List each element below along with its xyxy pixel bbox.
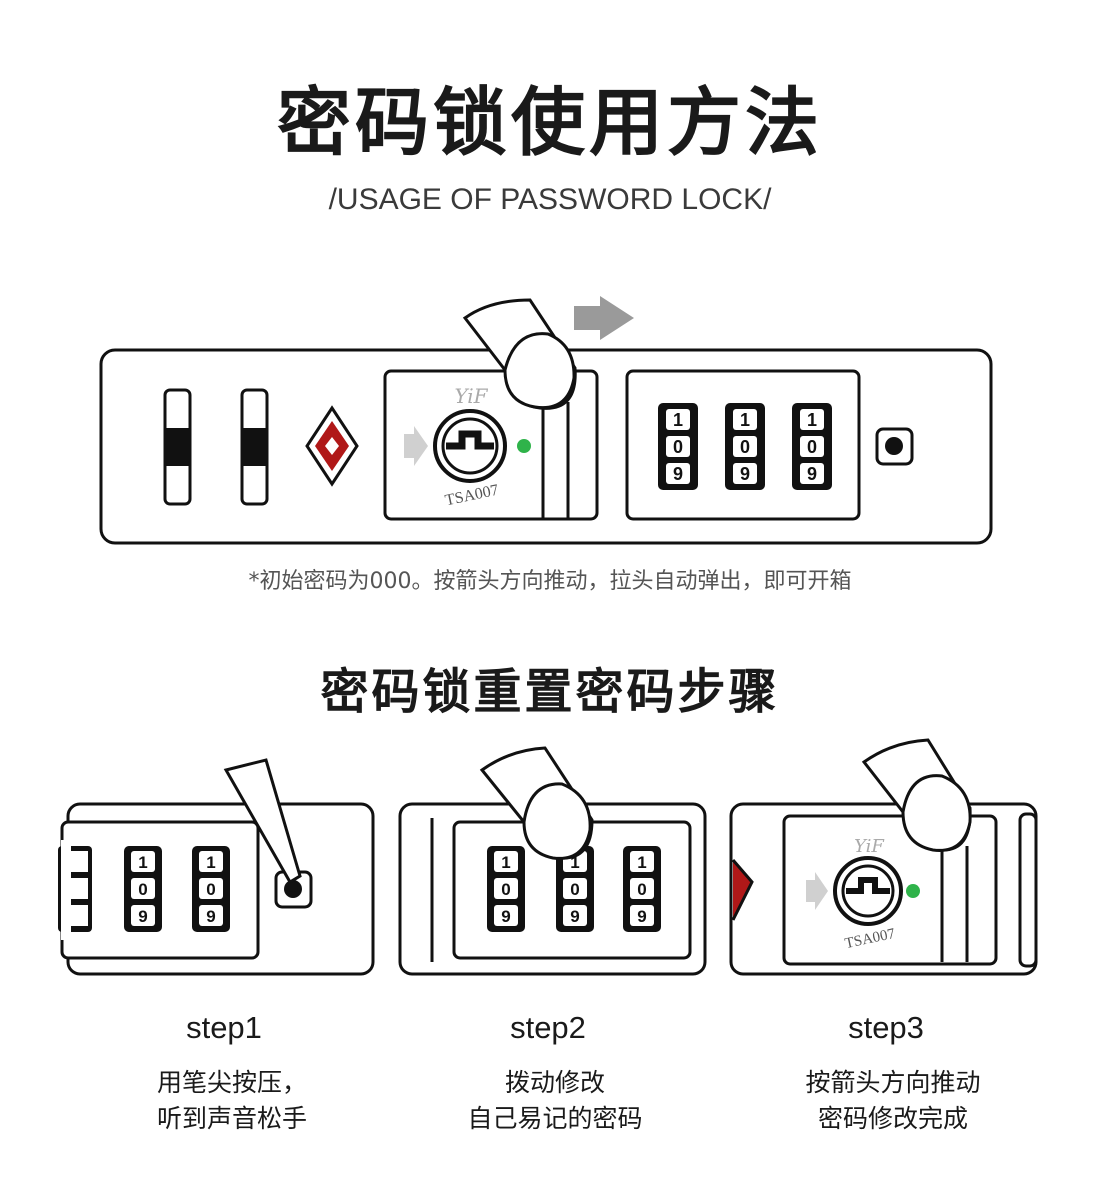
dial-wheel	[725, 403, 765, 490]
step-desc-line: 自己易记的密码	[467, 1104, 643, 1133]
dial-digit: 0	[206, 880, 215, 899]
step-desc-line: 密码修改完成	[817, 1104, 968, 1133]
dial-wheel	[658, 403, 698, 490]
dial-digit: 1	[740, 410, 750, 430]
dial-digit: 1	[501, 853, 510, 872]
step-diagrams: 1 0 9 1 0 9 1 0	[58, 738, 1038, 976]
dial-digit: 0	[637, 880, 646, 899]
tsa-diamond-icon	[305, 405, 359, 487]
main-lock-diagram: YiF TSA007 1 0 9 1 0 9 1 0 9	[99, 296, 993, 545]
dial-digit: 9	[637, 907, 646, 926]
finger-icon	[462, 298, 577, 410]
tsa-keyhole-icon	[833, 856, 903, 926]
dial-digit: 1	[570, 853, 579, 872]
step-desc-line: 听到声音松手	[156, 1104, 307, 1133]
push-arrow-icon	[574, 296, 634, 340]
dial-digit: 1	[138, 853, 147, 872]
finger-icon	[861, 738, 972, 852]
zipper-slot-left	[163, 388, 192, 506]
usage-note: *初始密码为000。按箭头方向推动，拉头自动弹出，即可开箱	[248, 569, 852, 594]
dial-digit: 9	[740, 464, 750, 484]
dial-digit: 0	[570, 880, 579, 899]
brand-logo: YiF	[854, 836, 885, 857]
step3-diagram: YiF TSA007	[729, 738, 1038, 976]
dial-wheel	[792, 403, 832, 490]
step2-diagram: 1 0 9 1 0 9 1 0 9	[398, 746, 707, 976]
page-title: 密码锁使用方法	[277, 80, 823, 166]
dial-digit: 1	[637, 853, 646, 872]
dial-digit: 9	[673, 464, 683, 484]
step-desc-line: 拨动修改	[504, 1068, 605, 1097]
step-description: 用笔尖按压， 听到声音松手	[72, 1065, 392, 1137]
step-desc-line: 按箭头方向推动	[805, 1068, 981, 1097]
pen-tip-icon	[223, 758, 302, 892]
zipper-slot-right	[240, 388, 269, 506]
step-description: 按箭头方向推动 密码修改完成	[733, 1065, 1053, 1137]
dial-digit: 0	[740, 437, 750, 457]
step-label: step1	[186, 1010, 262, 1045]
status-indicator-dot	[517, 439, 531, 453]
dial-digit: 0	[807, 437, 817, 457]
dial-digit: 9	[138, 907, 147, 926]
reset-section-title: 密码锁重置密码步骤	[320, 664, 780, 720]
dial-digit: 0	[673, 437, 683, 457]
brand-logo: YiF	[454, 384, 488, 408]
finger-icon	[479, 746, 594, 860]
step-label: step3	[848, 1010, 924, 1045]
dial-digit: 0	[138, 880, 147, 899]
dial-digit: 0	[501, 880, 510, 899]
dial-digit: 9	[570, 907, 579, 926]
dial-digit: 1	[206, 853, 215, 872]
direction-arrow-icon	[404, 426, 428, 466]
status-indicator-dot	[906, 884, 920, 898]
direction-arrow-icon	[806, 872, 828, 910]
step1-diagram: 1 0 9 1 0 9	[58, 758, 375, 976]
step-label: step2	[510, 1010, 586, 1045]
page-subtitle: /USAGE OF PASSWORD LOCK/	[328, 183, 772, 216]
tsa-keyhole-icon	[433, 409, 507, 483]
dial-digit: 1	[673, 410, 683, 430]
step-desc-line: 用笔尖按压，	[156, 1068, 307, 1097]
dial-digit: 9	[206, 907, 215, 926]
dial-digit: 1	[807, 410, 817, 430]
reset-button-icon	[875, 427, 914, 466]
dial-digit: 9	[501, 907, 510, 926]
dial-digit: 9	[807, 464, 817, 484]
step-description: 拨动修改 自己易记的密码	[395, 1065, 715, 1137]
